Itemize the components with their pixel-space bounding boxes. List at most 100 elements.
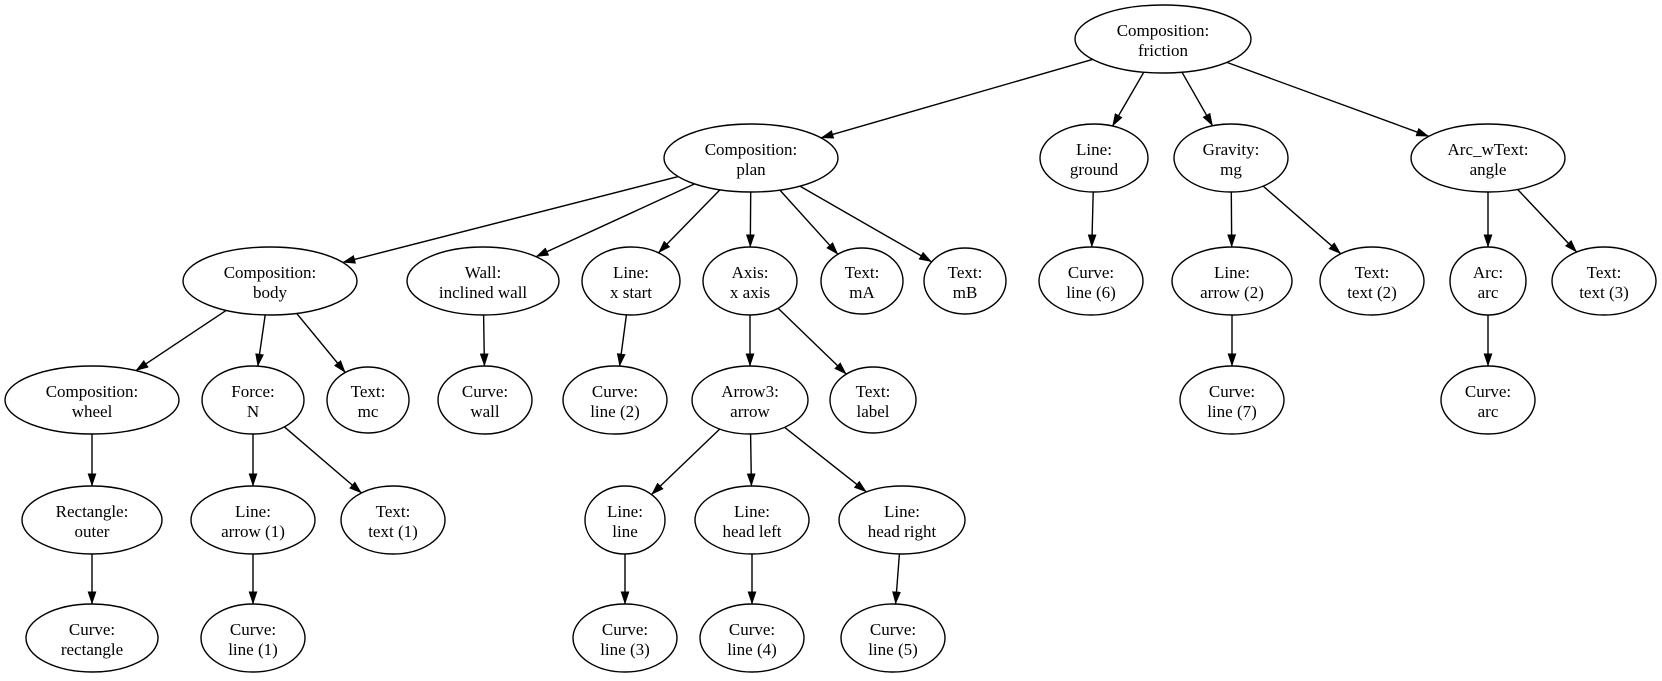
node-arrow1: Line:arrow (1) bbox=[190, 485, 316, 555]
node-line5c-label: Curve:line (5) bbox=[868, 620, 918, 659]
node-outer-label: Rectangle:outer bbox=[56, 502, 129, 541]
node-line6-label: Curve:line (6) bbox=[1066, 263, 1116, 302]
node-arc: Arc:arc bbox=[1449, 246, 1527, 316]
node-headright-label: Line:head right bbox=[868, 502, 937, 541]
node-line3c-ellipse bbox=[572, 603, 678, 673]
node-line5c-ellipse bbox=[840, 603, 946, 673]
node-headleft-ellipse bbox=[694, 485, 810, 555]
edge-ground-line6 bbox=[1087, 191, 1097, 248]
node-line2c-ellipse bbox=[562, 365, 668, 435]
node-line4c-ellipse bbox=[699, 603, 805, 673]
node-layer: Composition:frictionComposition:planLine… bbox=[4, 4, 1657, 673]
node-mB-ellipse bbox=[923, 247, 1007, 315]
node-label-ellipse bbox=[829, 366, 917, 434]
node-curverect: Curve:rectangle bbox=[25, 603, 159, 673]
node-text1: Text:text (1) bbox=[340, 485, 446, 555]
edge-plan-mB bbox=[799, 185, 933, 263]
node-lineline-ellipse bbox=[584, 485, 666, 555]
node-text1-ellipse bbox=[340, 485, 446, 555]
node-text3-label: Text:text (3) bbox=[1579, 263, 1629, 302]
node-arrow1-label: Line:arrow (1) bbox=[221, 502, 285, 541]
node-ground: Line:ground bbox=[1039, 123, 1149, 193]
edge-headright-line5c bbox=[892, 553, 901, 605]
node-xaxis-label: Axis:x axis bbox=[730, 263, 770, 302]
node-xstart-label: Line:x start bbox=[610, 263, 652, 302]
edge-xaxis-label bbox=[777, 307, 847, 375]
node-label: Text:label bbox=[829, 366, 917, 434]
edge-plan-body bbox=[342, 175, 679, 264]
edge-friction-ground bbox=[1111, 71, 1145, 127]
edge-friction-angle bbox=[1226, 61, 1430, 137]
node-text2: Text:text (2) bbox=[1319, 246, 1425, 316]
node-body-label: Composition:body bbox=[224, 263, 317, 302]
node-line2c: Curve:line (2) bbox=[562, 365, 668, 435]
node-gravity: Gravity:mg bbox=[1173, 123, 1289, 193]
edge-arrow3-lineline bbox=[651, 428, 721, 496]
node-line4c-label: Curve:line (4) bbox=[727, 620, 777, 659]
node-wall-label: Wall:inclined wall bbox=[439, 263, 528, 302]
node-text2-label: Text:text (2) bbox=[1347, 263, 1397, 302]
node-lineline: Line:line bbox=[584, 485, 666, 555]
node-forceN-ellipse bbox=[201, 365, 305, 435]
edge-angle-text3 bbox=[1517, 188, 1578, 253]
edge-friction-gravity bbox=[1181, 71, 1214, 127]
node-arrow1-ellipse bbox=[190, 485, 316, 555]
node-angle-label: Arc_wText:angle bbox=[1448, 140, 1529, 179]
node-headright-ellipse bbox=[838, 485, 966, 555]
node-arrow2: Line:arrow (2) bbox=[1171, 246, 1293, 316]
node-line6: Curve:line (6) bbox=[1038, 246, 1144, 316]
node-body: Composition:body bbox=[182, 246, 358, 316]
node-line6-ellipse bbox=[1038, 246, 1144, 316]
node-curvearc-ellipse bbox=[1440, 365, 1536, 435]
node-line7c-label: Curve:line (7) bbox=[1207, 382, 1257, 421]
node-xaxis-ellipse bbox=[702, 246, 798, 316]
node-mA-label: Text:mA bbox=[845, 263, 880, 302]
node-curvewall: Curve:wall bbox=[437, 365, 533, 435]
node-curverect-ellipse bbox=[25, 603, 159, 673]
node-curvearc-label: Curve:arc bbox=[1465, 382, 1511, 421]
node-arrow2-label: Line:arrow (2) bbox=[1200, 263, 1264, 302]
edge-plan-mA bbox=[779, 189, 839, 255]
edge-wall-curvewall bbox=[479, 314, 489, 367]
edge-gravity-text2 bbox=[1262, 185, 1342, 255]
node-curvewall-label: Curve:wall bbox=[462, 382, 508, 421]
node-body-ellipse bbox=[182, 246, 358, 316]
node-text1-label: Text:text (1) bbox=[368, 502, 418, 541]
node-line3c-label: Curve:line (3) bbox=[600, 620, 650, 659]
node-mA: Text:mA bbox=[820, 247, 904, 315]
edge-body-wheel bbox=[135, 309, 227, 372]
node-xstart-ellipse bbox=[581, 246, 681, 316]
node-label-label: Text:label bbox=[856, 382, 891, 421]
node-line5c: Curve:line (5) bbox=[840, 603, 946, 673]
node-text2-ellipse bbox=[1319, 246, 1425, 316]
node-arrow3-ellipse bbox=[691, 365, 809, 435]
node-wall: Wall:inclined wall bbox=[406, 246, 560, 316]
edge-arrow3-headright bbox=[784, 426, 867, 493]
node-gravity-ellipse bbox=[1173, 123, 1289, 193]
node-arrow3: Arrow3:arrow bbox=[691, 365, 809, 435]
node-wheel: Composition:wheel bbox=[4, 365, 180, 435]
edge-friction-plan bbox=[820, 58, 1093, 139]
node-line1c-label: Curve:line (1) bbox=[228, 620, 278, 659]
node-angle: Arc_wText:angle bbox=[1410, 123, 1566, 193]
node-arrow2-ellipse bbox=[1171, 246, 1293, 316]
node-arc-label: Arc:arc bbox=[1473, 263, 1503, 302]
node-line3c: Curve:line (3) bbox=[572, 603, 678, 673]
node-forceN: Force:N bbox=[201, 365, 305, 435]
node-headleft: Line:head left bbox=[694, 485, 810, 555]
node-xaxis: Axis:x axis bbox=[702, 246, 798, 316]
node-mc: Text:mc bbox=[326, 366, 410, 434]
node-line2c-label: Curve:line (2) bbox=[590, 382, 640, 421]
node-arc-ellipse bbox=[1449, 246, 1527, 316]
node-mc-ellipse bbox=[326, 366, 410, 434]
node-wheel-ellipse bbox=[4, 365, 180, 435]
node-plan-label: Composition:plan bbox=[705, 140, 798, 179]
edge-arrow3-headleft bbox=[746, 433, 756, 487]
node-friction-ellipse bbox=[1074, 4, 1252, 74]
node-forceN-label: Force:N bbox=[231, 382, 274, 421]
node-headright: Line:head right bbox=[838, 485, 966, 555]
node-plan-ellipse bbox=[663, 123, 839, 193]
node-ground-label: Line:ground bbox=[1070, 140, 1119, 179]
